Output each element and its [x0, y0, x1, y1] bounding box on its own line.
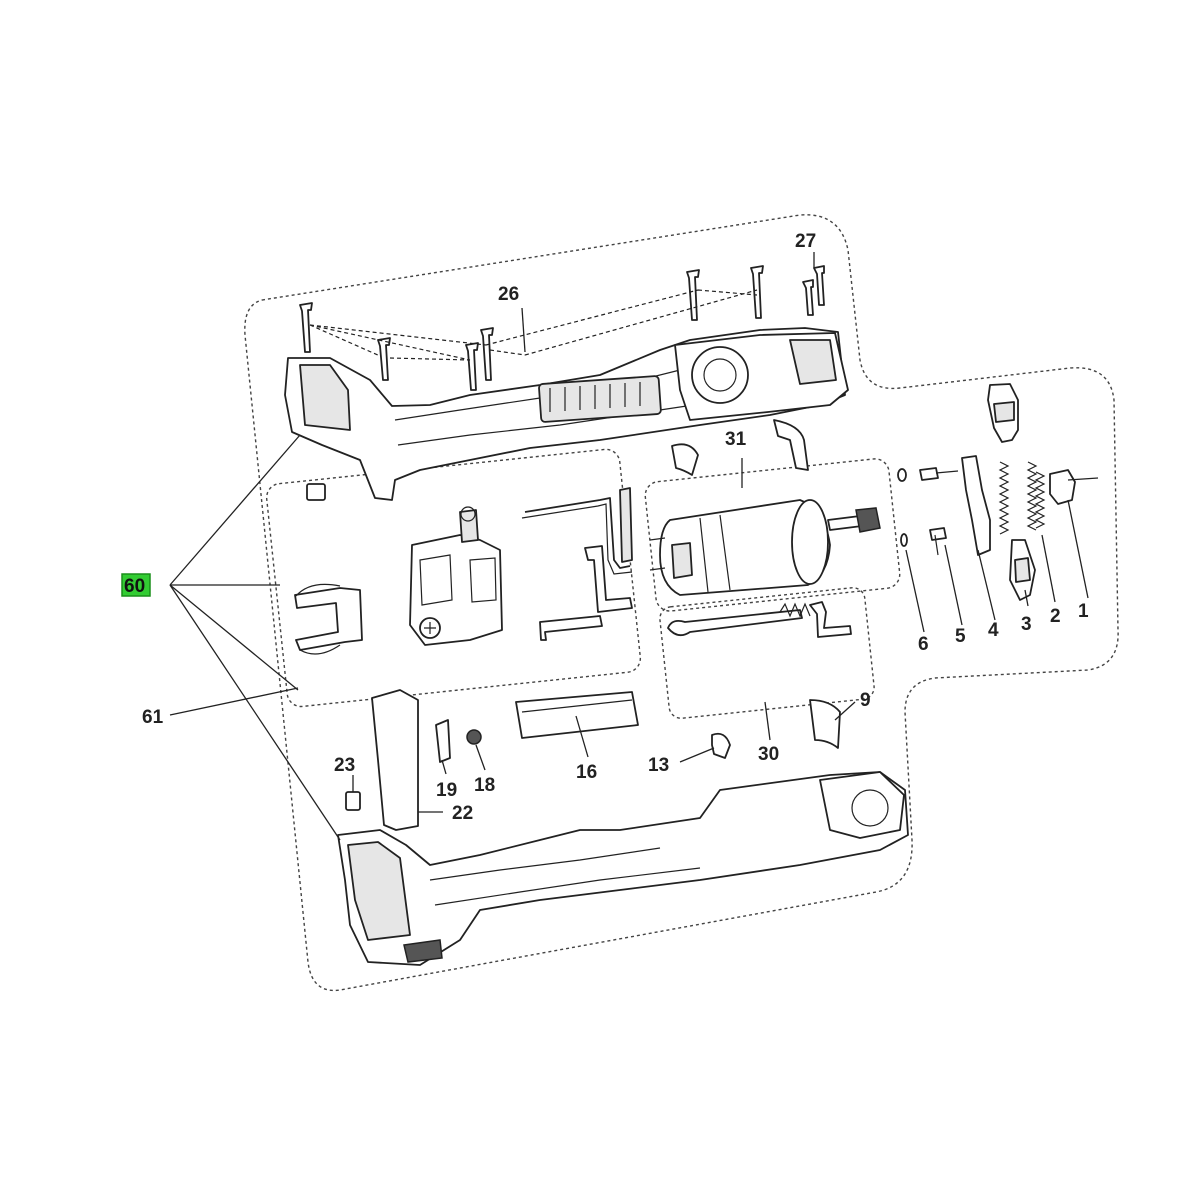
label-13: 13 [648, 755, 669, 776]
label-4: 4 [988, 620, 999, 641]
part-13 [711, 732, 731, 759]
label-5: 5 [955, 626, 966, 647]
part-23 [345, 791, 361, 811]
housing-right-half [337, 771, 909, 966]
label-30: 30 [758, 744, 779, 765]
label-23: 23 [334, 755, 355, 776]
springs [998, 461, 1046, 535]
part-4 [961, 455, 991, 556]
screws-27 [802, 265, 825, 316]
part-9 [809, 699, 841, 749]
label-26: 26 [498, 284, 519, 305]
motor-31 [649, 499, 881, 596]
label-2: 2 [1050, 606, 1061, 627]
assembly-frame [244, 214, 1119, 992]
small-screws [897, 467, 959, 556]
screws-26 [299, 265, 764, 391]
part-19 [435, 719, 451, 763]
right-parts [961, 383, 1099, 601]
leader-lines [169, 252, 1089, 841]
label-1: 1 [1078, 601, 1089, 622]
part-22 [371, 689, 419, 831]
small-block [306, 483, 326, 501]
part-18 [466, 729, 482, 745]
clip-upper-right [773, 419, 809, 471]
wire-group-frame [659, 587, 875, 719]
label-31: 31 [725, 429, 747, 450]
clip-upper-left [671, 443, 699, 476]
part-1 [1049, 469, 1076, 505]
switch-assembly [294, 506, 503, 655]
label-9: 9 [860, 690, 871, 711]
housing-left-half [284, 327, 849, 501]
label-61: 61 [142, 707, 164, 728]
highlight-box-60 [121, 573, 151, 597]
motor-group-frame [644, 458, 901, 612]
switch-wires [521, 487, 633, 641]
label-6: 6 [918, 634, 929, 655]
label-19: 19 [436, 780, 457, 801]
wire-assembly-30 [667, 601, 852, 638]
label-18: 18 [474, 775, 495, 796]
label-3: 3 [1021, 614, 1032, 635]
label-60: 60 [124, 576, 145, 597]
label-27: 27 [795, 231, 816, 252]
label-16: 16 [576, 762, 597, 783]
part-16 [515, 691, 639, 739]
label-22: 22 [452, 803, 473, 824]
